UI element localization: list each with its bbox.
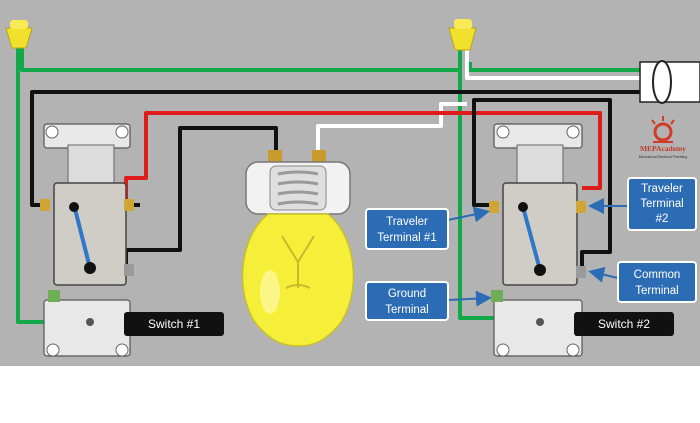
traveler-terminal-2-callout: Traveler Terminal #2 [627, 177, 697, 231]
callout-line: #2 [656, 213, 669, 225]
callout-line: Terminal [640, 198, 683, 210]
common-terminal-callout: Common Terminal [617, 261, 697, 303]
callout-line: Traveler [641, 183, 683, 195]
callout-line: Ground [388, 288, 426, 300]
red-traveler-wire [124, 111, 602, 202]
logo-name: MEPAcademy [640, 144, 686, 153]
switch-1-label-text: Switch #1 [148, 317, 200, 331]
wire-nut-icon [448, 19, 477, 51]
logo: MEPAcademy Mechanical Electrical Plumbin… [639, 116, 687, 159]
callout-arrows [447, 198, 628, 307]
light-bulb-icon [241, 150, 355, 347]
wire-nut-icon [5, 20, 33, 49]
logo-tagline: Mechanical Electrical Plumbing [639, 155, 687, 159]
switch-2 [489, 123, 586, 357]
switch-2-label-text: Switch #2 [598, 317, 650, 331]
switch-2-label: Switch #2 [574, 312, 674, 336]
cable-icon [639, 60, 700, 104]
callout-line: Terminal [635, 285, 678, 297]
neutral-wire [316, 50, 660, 152]
gear-icon [651, 116, 675, 143]
callout-line: Common [634, 269, 681, 281]
switch-1-label: Switch #1 [124, 312, 224, 336]
callout-line: Terminal [385, 304, 428, 316]
switch-1 [40, 123, 134, 357]
traveler-terminal-1-callout: Traveler Terminal #1 [365, 208, 449, 250]
callout-line: Traveler [386, 216, 428, 228]
ground-terminal-callout: Ground Terminal [365, 281, 449, 321]
callout-line: Terminal #1 [377, 232, 436, 244]
